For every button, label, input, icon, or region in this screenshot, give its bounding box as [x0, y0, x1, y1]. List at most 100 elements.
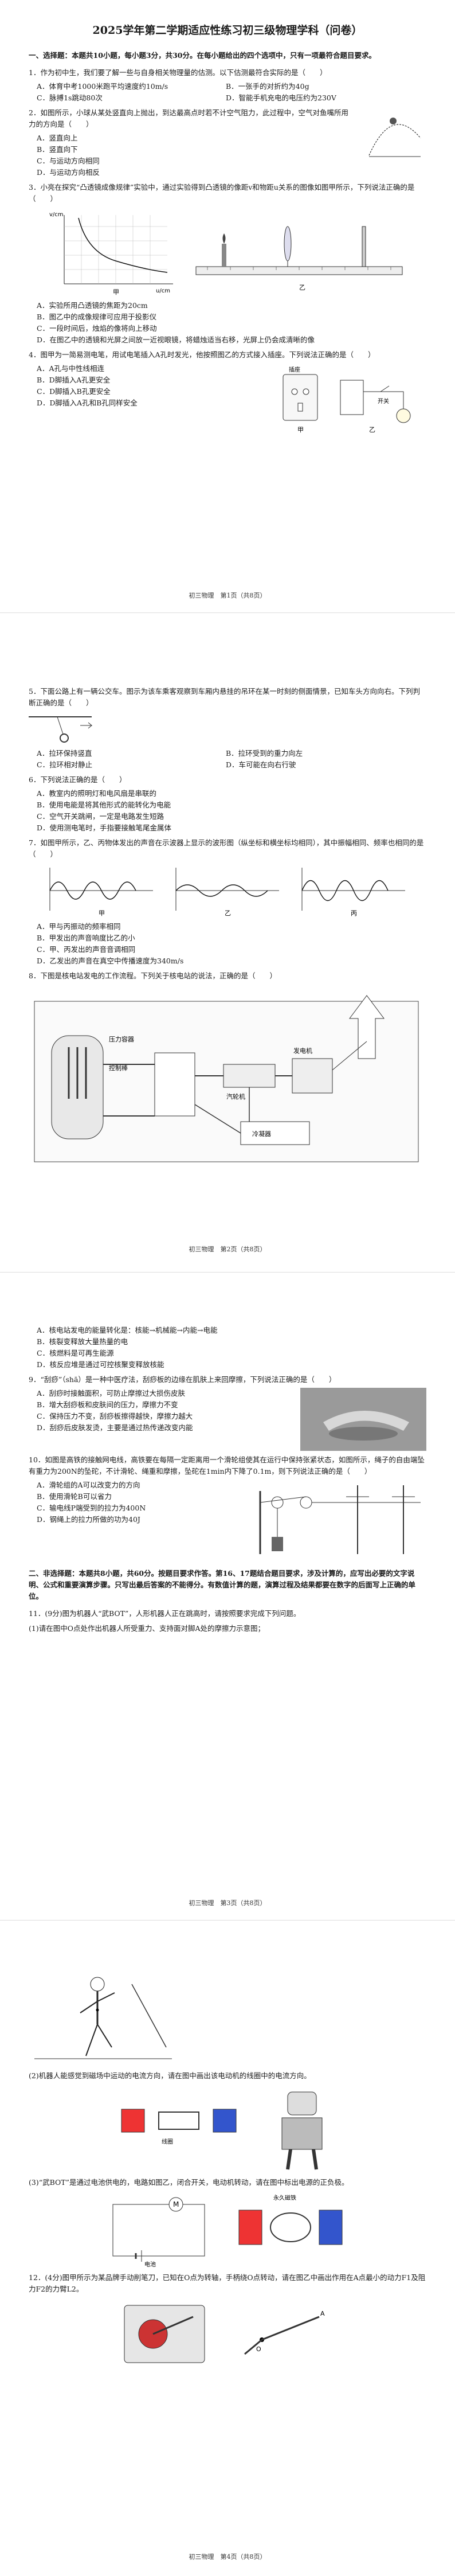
q4-option-a[interactable]: A．A孔与中性线相连 [37, 364, 105, 373]
q11-robot-jump-figure [34, 1977, 172, 2059]
page-separator-2 [0, 1272, 455, 1273]
q7-option-c[interactable]: C．甲、丙发出的声音音调相同 [37, 945, 136, 954]
q7-option-a[interactable]: A．甲与丙振动的频率相同 [37, 922, 121, 931]
q11-stem: 11．(9分)图为机器人“武BOT”，人形机器人正在跳高时，请按照要求完成下列问… [29, 1609, 301, 1618]
page-4-footer: 初三物理 第4页（共8页） [189, 2553, 266, 2561]
q10-option-a[interactable]: A．滑轮组的A可以改变力的方向 [37, 1481, 140, 1489]
q7-option-b[interactable]: B．甲发出的声音响度比乙的小 [37, 934, 135, 942]
q3-option-d[interactable]: D．在图乙中的透镜和光屏之间放一近视眼镜，将蜡烛适当右移，光屏上仍会成清晰的像 [37, 335, 315, 344]
q10-pulley-figure [259, 1485, 421, 1554]
page-separator-1 [0, 612, 455, 613]
q12-stem: 12．(4分)图甲所示为某品牌手动削笔刀，已知在O点为转轴，手柄绕O点转动，请在… [29, 2273, 426, 2293]
q7-fig-a-label: 甲 [99, 910, 105, 916]
q4-option-d[interactable]: D．D脚插入A孔和B孔同样安全 [37, 399, 138, 407]
q2-option-c[interactable]: C．与运动方向相同 [37, 157, 100, 165]
page-3-footer: 初三物理 第3页（共8页） [189, 1899, 266, 1907]
q8-turbine-label: 汽轮机 [226, 1092, 245, 1100]
q8-rod-label: 控制棒 [109, 1064, 128, 1072]
q8-option-c[interactable]: C．核燃料是可再生能源 [37, 1349, 114, 1357]
q1-option-d[interactable]: D．智能手机充电的电压约为230V [226, 93, 336, 102]
q8-gen-label: 发电机 [293, 1047, 312, 1055]
exam-title: 2025学年第二学期适应性练习初三级物理学科（问卷） [92, 24, 363, 37]
q7-option-d[interactable]: D．乙发出的声音在真空中传播速度为340m/s [37, 957, 184, 965]
q10-option-b[interactable]: B．使用滑轮B可以省力 [37, 1492, 112, 1501]
q4-option-c[interactable]: C．D脚插入B孔更安全 [37, 387, 111, 396]
q12-lever-figure: O A [244, 2310, 325, 2355]
q8-option-d[interactable]: D．核反应堆是通过可控核聚变释放核能 [37, 1360, 164, 1369]
q3-xlabel: u/cm [156, 288, 170, 294]
q3-option-b[interactable]: B．图乙中的成像规律可应用于投影仪 [37, 313, 157, 321]
section-1-heading: 一、选择题：本题共10小题，每小题3分，共30分。在每小题给出的四个选项中，只有… [29, 51, 376, 60]
q3-option-c[interactable]: C．一段时间后，烛焰的像将向上移动 [37, 324, 157, 333]
q2-ball-figure [368, 118, 421, 157]
q4-fig-b-label: 乙 [369, 426, 375, 434]
q7-fig-c-label: 丙 [351, 910, 357, 916]
svg-text:M: M [173, 2200, 179, 2208]
q1-option-b[interactable]: B．一张手的对折约为40g [226, 82, 309, 91]
q7-wave-a: 甲 [49, 868, 153, 916]
q2-option-a[interactable]: A．竖直向上 [37, 134, 78, 142]
q5-option-d[interactable]: D．车可能在向右行驶 [226, 760, 296, 769]
q1-stem: 1．作为初中生，我们要了解一些与自身相关物理量的估测。以下估测最符合实际的是（ … [29, 68, 327, 77]
q11-battery-label: 电池 [144, 2261, 156, 2267]
q11-magnet-label: 永久磁铁 [273, 2194, 296, 2202]
page-1-footer: 初三物理 第1页（共8页） [189, 592, 266, 599]
page-1: 2025学年第二学期适应性练习初三级物理学科（问卷） 一、选择题：本题共10小题… [0, 0, 455, 614]
q11-part-2: (2)机器人能感觉到磁场中运动的电流方向，请在图中画出该电动机的线圈中的电流方向… [29, 2071, 311, 2080]
svg-text:A: A [320, 2310, 325, 2317]
q7-stem: 7．如图甲所示，乙、丙物体发出的声音在示波器上显示的波形图（纵坐标和横坐标均相同… [29, 838, 424, 858]
page-2: 5．下面公路上有一辆公交车。图示为该车乘客观察到车厢内悬挂的吊环在某一时刻的侧面… [0, 614, 455, 1273]
page-4: (2)机器人能感觉到磁场中运动的电流方向，请在图中画出该电动机的线圈中的电流方向… [0, 1921, 455, 2576]
q10-option-c[interactable]: C．输电线P端受到的拉力为400N [37, 1504, 146, 1512]
q3-fig-b-label: 乙 [299, 284, 305, 291]
q6-option-d[interactable]: D．使用测电笔时，手指要接触笔尾金属体 [37, 823, 172, 832]
q6-option-b[interactable]: B．使用电能是将其他形式的能转化为电能 [37, 801, 171, 809]
page-separator-3 [0, 1920, 455, 1921]
q5-option-a[interactable]: A．拉环保持竖直 [37, 749, 92, 758]
q10-stem: 10．如图是高铁的接触网电线，高铁要在每隔一定距离用一个滑轮组使其在运行中保持张… [29, 1455, 425, 1476]
q3-option-a[interactable]: A．实验所用凸透镜的焦距为20cm [37, 301, 148, 310]
q4-option-b[interactable]: B．D脚插入A孔更安全 [37, 376, 111, 384]
q8-option-b[interactable]: B．核裂变释放大量热量的电 [37, 1337, 128, 1346]
q11-part-1: (1)请在图中O点处作出机器人所受重力、支持面对脚A处的摩擦力示意图； [29, 1624, 265, 1633]
q10-option-d[interactable]: D．钢绳上的拉力所做的功为40J [37, 1515, 140, 1524]
q11-circuit-figure: 电池 M [112, 2197, 205, 2267]
q4-stem: 4．图甲为一简易测电笔，用试电笔插入A孔时发光，他按照图乙的方式接入插座。下列说… [29, 350, 375, 359]
q1-option-a[interactable]: A．体育中考1000米跑平均速度约10m/s [37, 82, 168, 91]
q4-fig-a-label: 甲 [297, 426, 304, 434]
q1-option-c[interactable]: C．脉搏1s跳动80次 [37, 93, 103, 102]
q11-magnet-figure: 永久磁铁 [238, 2194, 343, 2245]
q7-wave-b: 乙 [175, 868, 279, 916]
q8-option-a[interactable]: A．核电站发电的能量转化是：核能→机械能→内能→电能 [37, 1326, 218, 1334]
q9-option-a[interactable]: A．刮痧时接触面积，可防止摩擦过大损伤皮肤 [37, 1389, 186, 1398]
q6-option-a[interactable]: A．教室内的照明灯和电风扇是串联的 [37, 789, 157, 798]
q11-robot-figure [281, 2091, 323, 2170]
q9-gua-sha-photo [300, 1388, 426, 1451]
q3-stem: 3．小亮在探究“凸透镜成像规律”实验中，通过实验得到凸透镜的像距v和物距u关系的… [29, 183, 415, 203]
q3-ylabel: v/cm [49, 212, 64, 218]
q11-coil-label: 线圈 [162, 2138, 173, 2145]
q3-fig-a-label: 甲 [113, 288, 119, 295]
q6-stem: 6．下列说法正确的是（ ） [29, 775, 127, 784]
q2-stem: 2．如图所示，小球从某处竖直向上抛出，到达最高点时若不计空气阻力，此过程中，空气… [29, 108, 348, 128]
q5-option-c[interactable]: C．拉环相对静止 [37, 760, 93, 769]
q6-option-c[interactable]: C．空气开关跳闸，一定是电路发生短路 [37, 812, 164, 821]
q3-optical-bench: 乙 [195, 226, 403, 291]
q5-option-b[interactable]: B．拉环受到的重力向左 [226, 749, 303, 758]
q11-part-3: (3)“武BOT”是通过电池供电的，电路如图乙，闭合开关，电动机转动，请在图中标… [29, 2178, 349, 2187]
q9-option-c[interactable]: C．保持压力不变，刮痧板擦得越快，摩擦力越大 [37, 1412, 193, 1420]
q12-sharpener-photo [124, 2305, 205, 2363]
q11-motor-coil-figure: 线圈 [121, 2109, 237, 2145]
q7-wave-c: 丙 [301, 868, 405, 916]
q7-fig-b-label: 乙 [225, 910, 231, 916]
section-2-heading: 二、非选择题：本题共8小题，共60分。按题目要求作答。第16、17题结合题目要求… [29, 1569, 416, 1601]
q9-stem: 9．“刮痧”（shā）是一种中医疗法，刮痧板的边缘在肌肤上来回摩擦，下列说法正确… [29, 1375, 336, 1384]
q9-option-b[interactable]: B．增大刮痧板和皮肤间的压力，摩擦力不变 [37, 1400, 178, 1409]
q8-condenser-label: 冷凝器 [252, 1130, 271, 1138]
q9-option-d[interactable]: D．刮痧后皮肤发烫，主要是通过热传递改变内能 [37, 1423, 193, 1432]
q5-strap-figure [29, 716, 93, 743]
q4-plug-label: 插座 [289, 366, 300, 373]
q2-option-d[interactable]: D．与运动方向相反 [37, 168, 100, 177]
q8-reactor-label: 压力容器 [109, 1035, 134, 1043]
q2-option-b[interactable]: B．竖直向下 [37, 145, 78, 154]
